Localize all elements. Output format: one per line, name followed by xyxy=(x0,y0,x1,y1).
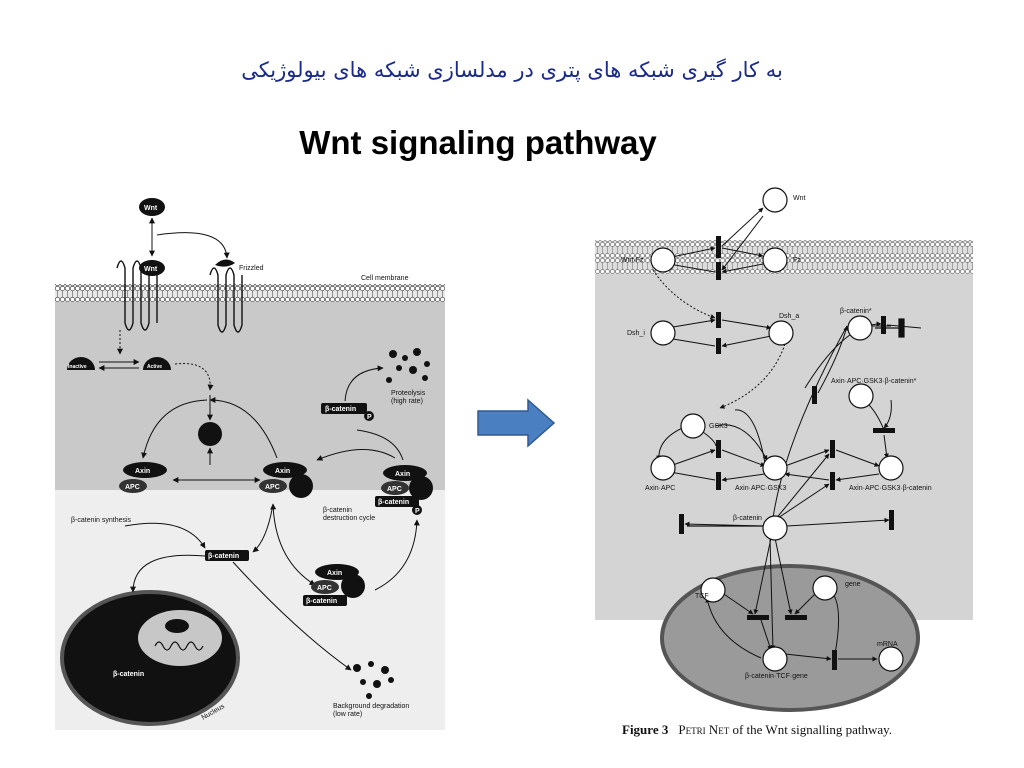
gsk3-center xyxy=(198,422,222,446)
place-gsk3: GSK3 xyxy=(709,423,728,430)
wnt-bound-label: Wnt xyxy=(144,266,158,273)
petri-inhibitors xyxy=(687,318,905,527)
axin-left-label: Axin xyxy=(135,468,150,475)
frizzled-receptor xyxy=(209,267,243,333)
nucleus xyxy=(60,590,240,726)
place-bcat-tcf-gene: β-catenin·TCF·gene xyxy=(745,673,808,680)
place-beta-catenin-star: β-catenin* xyxy=(840,308,872,315)
place-dsh-a: Dsh_a xyxy=(779,313,799,320)
dsh-inactive xyxy=(67,357,95,370)
beta-catenin-p xyxy=(321,403,367,414)
apc-bottom-label: APC xyxy=(317,585,332,592)
beta-catenin-center xyxy=(205,550,249,561)
axin-bottom-label: Axin xyxy=(327,570,342,577)
petri-cytoplasm xyxy=(595,240,973,620)
p-label-top: P xyxy=(367,414,372,421)
place-gene: gene xyxy=(845,581,861,588)
place-axin-complex-star: Axin·APC·GSK3·β-catenin* xyxy=(831,378,917,385)
place-axin-apc: Axin·APC xyxy=(645,485,675,492)
beta-catenin-bottom-label: β-catenin xyxy=(306,598,337,605)
place-fz: Fz xyxy=(793,257,801,264)
beta-catenin-bottom xyxy=(303,595,347,606)
cell-membrane-label: Cell membrane xyxy=(361,275,409,282)
axin-mid xyxy=(263,462,307,478)
nucleus-inner xyxy=(138,610,222,666)
figure-caption-rest: of the Wnt signalling pathway. xyxy=(729,722,893,737)
apc-mid-label: APC xyxy=(265,484,280,491)
apc-right-label: APC xyxy=(387,486,402,493)
dna-helix xyxy=(154,641,204,651)
figure-number: Figure 3 xyxy=(622,722,669,737)
degradation-fragments xyxy=(353,661,394,699)
petri-transitions xyxy=(679,236,895,670)
inactive-label: Inactive xyxy=(68,364,87,370)
place-beta-catenin: β-catenin xyxy=(733,515,762,522)
place-mrna: mRNA xyxy=(877,641,898,648)
gsk3-right xyxy=(409,476,433,500)
place-wnt-fz: Wnt·Fz xyxy=(621,257,644,264)
frizzled-label: Frizzled xyxy=(239,265,264,272)
slide-title: به کار گیری شبکه های پتری در مدلسازی شبک… xyxy=(241,58,783,82)
wnt-biology-diagram: Cell membrane Wnt Wnt Frizzled Inactive … xyxy=(55,198,445,730)
proteolysis-label: Proteolysis(high rate) xyxy=(391,390,426,405)
axin-left xyxy=(123,462,167,478)
frizzled-head xyxy=(215,259,235,267)
apc-left xyxy=(119,479,147,493)
phospho-p-top xyxy=(364,411,374,421)
beta-catenin-nucleus-label: β-catenin xyxy=(113,671,144,678)
figure-caption-petri: Petri Net xyxy=(678,722,730,737)
slide-subtitle: Wnt signaling pathway xyxy=(299,124,657,161)
petri-net-diagram: Wnt Wnt·Fz Fz Dsh_i Dsh_a β-catenin* Axi… xyxy=(595,187,973,712)
dsh-active xyxy=(143,357,171,370)
apc-left-label: APC xyxy=(125,484,140,491)
place-wnt: Wnt xyxy=(793,195,806,202)
place-dsh-i: Dsh_i xyxy=(627,330,645,337)
synthesis-label: β-catenin synthesis xyxy=(71,517,132,524)
beta-catenin-center-label: β-catenin xyxy=(208,553,239,560)
proteolysis-fragments xyxy=(386,348,430,383)
cell-membrane-band xyxy=(55,284,445,302)
gsk3-mid xyxy=(289,474,313,498)
phospho-p-right xyxy=(412,505,422,515)
right-arrow-shape xyxy=(477,398,556,448)
gsk3-bottom xyxy=(341,574,365,598)
place-axin-apc-gsk3: Axin·APC·GSK3 xyxy=(735,485,786,492)
petri-arcs xyxy=(652,207,922,662)
figure-caption: Figure 3 Petri Net of the Wnt signalling … xyxy=(622,722,892,738)
beta-catenin-p-label: β-catenin xyxy=(325,406,356,413)
beta-catenin-right-label: β-catenin xyxy=(378,499,409,506)
apc-right xyxy=(381,481,409,495)
axin-right-label: Axin xyxy=(395,471,410,478)
background-degradation-label: Background degradation(low rate) xyxy=(333,703,409,718)
wnt-top-label: Wnt xyxy=(144,205,158,212)
active-label: Active xyxy=(147,364,162,370)
place-tcf: TCF xyxy=(695,593,709,600)
p-label-right: P xyxy=(415,508,420,515)
apc-bottom xyxy=(311,580,339,594)
petri-places xyxy=(650,187,904,672)
wnt-bound xyxy=(139,260,165,276)
cytoplasm-upper xyxy=(55,300,445,490)
apc-mid xyxy=(259,479,287,493)
beta-catenin-right xyxy=(375,496,419,507)
petri-nucleus xyxy=(660,564,920,712)
axin-mid-label: Axin xyxy=(275,468,290,475)
nucleolus xyxy=(165,619,189,633)
wnt-ligand xyxy=(139,198,165,216)
place-axin-apc-gsk3-bcat: Axin·APC·GSK3·β-catenin xyxy=(849,485,932,492)
axin-right xyxy=(383,465,427,481)
